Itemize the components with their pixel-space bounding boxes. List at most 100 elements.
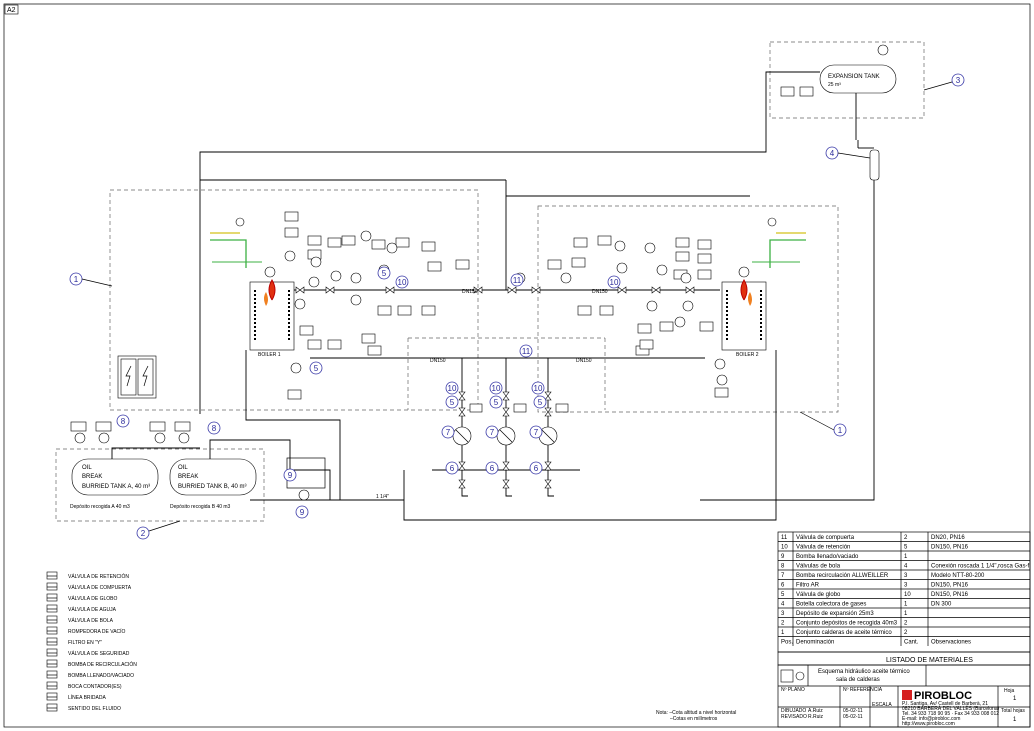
callout-number: 10	[534, 384, 543, 393]
gauge-icon	[614, 240, 626, 252]
callout-bubble	[607, 275, 621, 289]
bom-cell-pos: 7	[781, 573, 785, 579]
bom-cell-denom: Válvula de globo	[796, 592, 841, 598]
gauge-icon	[386, 242, 398, 254]
legend-text: VÁLVULA DE GLOBO	[68, 595, 117, 602]
callout-bubble	[116, 414, 130, 428]
valve-icon	[458, 391, 466, 401]
fill-pump-icon	[46, 670, 58, 679]
bom-cell-qty: 1	[904, 602, 908, 608]
gauge-icon	[308, 276, 320, 288]
legend-text: VÁLVULA DE SEGURIDAD	[68, 650, 130, 657]
pump-zone-top	[407, 337, 606, 410]
company-address-4: E-mail: info@pirobloc.com	[902, 716, 960, 722]
leader-line	[923, 81, 953, 91]
instrument-box	[555, 403, 569, 413]
instrument-box	[287, 389, 302, 400]
sheet-border	[3, 3, 1031, 728]
drawn-by: A.Ruiz	[808, 708, 823, 714]
bom-cell-denom: Filtro AR	[796, 583, 820, 589]
instrument-box	[284, 211, 299, 222]
gauge-icon	[680, 272, 692, 284]
bom-cell-obs: DN 300	[931, 602, 952, 608]
checked-date: 05-02-11	[843, 714, 863, 720]
valve-icon	[325, 286, 335, 294]
callout-number: 7	[534, 428, 539, 437]
escala-label: ESCALA	[872, 702, 892, 708]
tank-b-line2: BREAK	[178, 474, 198, 480]
pipe-label-a: DN150	[462, 289, 478, 295]
needle-valve-icon	[46, 604, 58, 613]
checked-by: R.Ruiz	[808, 714, 824, 720]
pump-station	[452, 358, 569, 497]
bom-cell-obs: DN150, PN16	[931, 583, 969, 589]
callout-bubble	[395, 275, 409, 289]
bom-cell-qty: 2	[904, 535, 908, 541]
boiler1-label: BOILER 1	[258, 352, 281, 358]
drawing-title-1: Esquema hidráulico aceite térmico	[818, 669, 910, 675]
bom-cell-qty: 5	[904, 545, 908, 551]
callout-number: 6	[534, 464, 539, 473]
instrument-box	[377, 305, 392, 316]
leader-line	[837, 152, 871, 159]
bom-cell-denom: Válvula de compuerta	[796, 535, 855, 541]
tank-b-line3: BURRIED TANK B, 40 m³	[178, 484, 246, 490]
instrument-box	[427, 261, 442, 272]
legend-text: VÁLVULA DE RETENCIÓN	[68, 573, 129, 580]
total-sheets-label: Total hojas	[1001, 708, 1025, 714]
callout-number: 4	[830, 149, 835, 158]
callout-number: 9	[288, 471, 293, 480]
valve-icon	[473, 286, 483, 294]
gauge-icon	[284, 250, 296, 262]
gauge-icon	[656, 264, 668, 276]
callout-bubble	[309, 361, 323, 375]
bom-cell-denom: Depósito de expansión 25m3	[796, 611, 874, 617]
degassing-bottle	[869, 149, 880, 181]
bom-cell-qty: 3	[904, 573, 908, 579]
valve-icon	[544, 407, 552, 417]
pipe-label-b: DN150	[592, 289, 608, 295]
callout-bubble	[445, 395, 459, 409]
valve-icon	[385, 286, 395, 294]
instrument-box	[371, 239, 386, 250]
legend-text: SENTIDO DEL FLUIDO	[68, 706, 121, 712]
valve-icon	[458, 461, 466, 471]
ref-label: Nº REFERENCIA	[843, 687, 883, 693]
dibujado-label: DIBUJADO	[781, 708, 806, 714]
note-line-2: –Cotas en milímetros	[670, 716, 718, 722]
bom-cell-obs: DN150, PN16	[931, 592, 969, 598]
callout-number: 5	[538, 398, 543, 407]
valve-icon	[502, 391, 510, 401]
valve-icon	[617, 286, 627, 294]
bom-cell-denom: Válvula de retención	[796, 545, 850, 551]
bom-cell-pos: 4	[781, 602, 785, 608]
instrument-box	[513, 403, 527, 413]
instrument-box	[571, 257, 586, 268]
instrument-box	[395, 237, 410, 248]
tank-a-caption: Depósito recogida A 40 m3	[70, 504, 130, 510]
bom-cell-pos: 1	[781, 630, 785, 636]
instrument-box	[307, 235, 322, 246]
callout-number: 8	[121, 417, 126, 426]
instrument-box	[597, 235, 612, 246]
bom-cell-denom: Bomba recirculación ALLWEILLER	[796, 573, 889, 579]
bom-cell-pos: 9	[781, 554, 785, 560]
gauge-icon	[560, 272, 572, 284]
bom-cell-pos: 10	[781, 545, 788, 551]
instrument-box	[697, 269, 712, 280]
plano-label: Nº PLANO	[781, 687, 805, 693]
tank-a-line1: OIL	[82, 465, 92, 471]
boiler-2: BOILER 2	[721, 266, 767, 358]
valve-icon	[502, 479, 510, 489]
valve-icon	[458, 407, 466, 417]
leader-line	[148, 520, 181, 532]
bom-cell-qty: 10	[904, 592, 911, 598]
valve-icon	[458, 479, 466, 489]
company-logo-mark	[902, 690, 912, 700]
callout-bubble	[485, 461, 499, 475]
callout-number: 1	[838, 426, 843, 435]
revisado-label: REVISADO	[781, 714, 807, 720]
callout-number: 5	[314, 364, 319, 373]
